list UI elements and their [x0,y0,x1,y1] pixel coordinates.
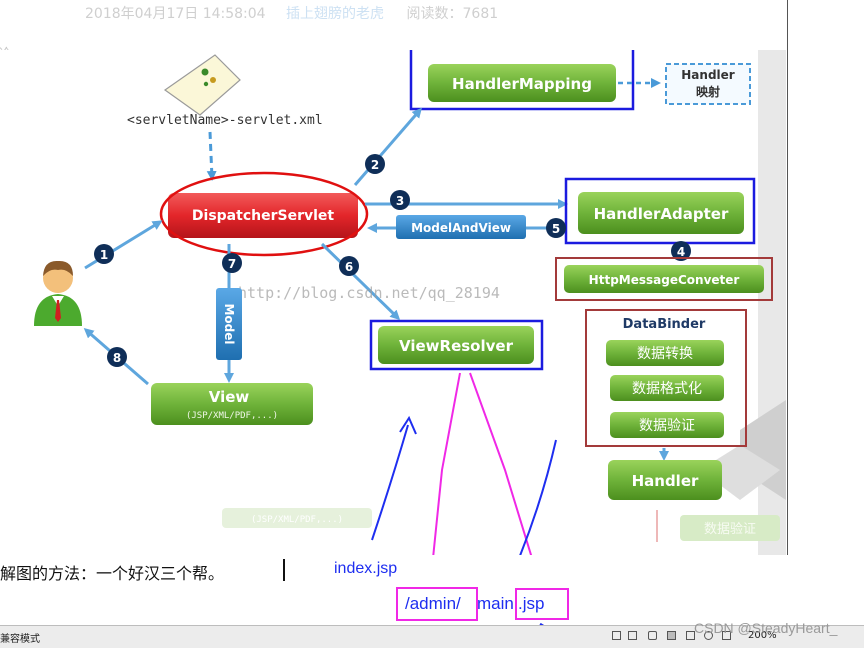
data-binder-title: DataBinder [623,317,706,332]
step-number-4: 4 [677,245,685,259]
publish-datetime: 2018年04月17日 14:58:04 [85,6,266,22]
config-file-icon [163,54,241,116]
image-frame-edge [787,0,788,555]
data-binder-item: 数据转换 [637,345,693,362]
step-badge-4 [671,241,691,261]
step-number-3: 3 [396,194,404,208]
step-number-2: 2 [371,158,379,172]
view-node [151,383,313,425]
author-link[interactable]: 插上翅膀的老虎 [286,6,385,22]
annotation-main: main [477,594,514,613]
layout-icon[interactable] [628,631,637,640]
step-badge-3 [390,190,410,210]
view-label: View [209,388,250,406]
deco-hexagon [700,445,780,500]
handler-mapping-label: HandlerMapping [452,75,592,93]
step-number-5: 5 [552,222,560,236]
data-binder-item: 数据格式化 [632,381,702,397]
step-badge-7 [222,253,242,273]
faded-label: (JSP/XML/PDF,...) [251,515,343,525]
read-count: 阅读数：7681 [406,6,499,22]
arrow-step-6 [320,242,401,321]
view-resolver-label: ViewResolver [399,337,514,355]
step-badge-8 [107,347,127,367]
faded-node [222,508,372,528]
read-mode-icon[interactable] [722,631,731,640]
http-converter-node [564,265,764,293]
model-node [216,288,242,360]
model-label: Model [222,303,236,344]
view-resolver-node [378,326,534,364]
jsp-ext-box [515,588,569,620]
handler-label: Handler [632,472,699,490]
annotation-jsp-ext: .jsp [518,594,545,613]
annotation-index-jsp: index.jsp [334,560,398,577]
http-converter-label: HttpMessageConveter [589,273,740,287]
annotation-admin-path: /admin/ [405,594,461,613]
handler-adapter-node [578,192,744,234]
diagram-svg: <servletName>-servlet.xml HandlerMapping… [34,50,786,555]
dispatcher-servlet-node [168,193,358,238]
springmvc-diagram: <servletName>-servlet.xml HandlerMapping… [0,50,786,555]
faded-node [680,515,780,541]
view-resolver-highlight [369,319,544,371]
model-and-view-node [396,215,526,239]
text-cursor [283,559,285,581]
handler-mapping-highlight [409,50,635,111]
csdn-watermark: CSDN @SteadyHeart_ [694,620,838,636]
handler-mapping-node [428,64,616,102]
caption-text: 解图的方法：一个好汉三个帮。 [0,564,225,583]
dispatcher-servlet-label: DispatcherServlet [192,208,334,224]
arrow-step-2 [353,107,422,186]
step-badge-2 [365,154,385,174]
diagram-watermark-url: http://blog.csdn.net/qq_28194 [238,284,500,302]
handler-map-box [665,63,751,105]
outline-icon[interactable] [686,631,695,640]
step-number-8: 8 [113,351,121,365]
faded-label: 数据验证 [704,521,756,537]
data-binder-item-node [606,340,724,366]
page-view-icon[interactable] [667,631,676,640]
handler-adapter-label: HandlerAdapter [594,205,729,223]
view-types-label: (JSP/XML/PDF,...) [186,411,278,421]
config-arrow [206,131,217,181]
dispatcher-highlight-ellipse [159,171,369,257]
step-number-1: 1 [100,248,108,262]
pen-icon[interactable] [648,631,657,640]
zoom-level[interactable]: 200% [748,630,777,641]
data-binder-frame [585,309,747,447]
user-icon [34,260,82,326]
model-and-view-label: ModelAndView [411,221,511,235]
compat-mode-label: 兼容模式 [0,634,40,645]
web-icon[interactable] [704,631,713,640]
step-badge-1 [94,244,114,264]
config-file-label: <servletName>-servlet.xml [127,113,323,128]
arrow-step-1 [84,220,163,270]
handler-map-line1: Handler [681,68,735,82]
step-badge-6 [339,256,359,276]
admin-path-box [396,587,478,621]
data-binder-item-node [610,412,724,438]
data-binder-item-node [610,375,724,401]
step-number-7: 7 [228,257,236,271]
fullscreen-icon[interactable] [612,631,621,640]
pen-annotations [371,372,557,555]
handler-adapter-highlight [564,177,756,245]
http-converter-frame [555,257,773,301]
article-meta: 2018年04月17日 14:58:04 插上翅膀的老虎 阅读数：7681 [85,3,498,23]
handler-node [608,460,722,500]
step-badge-5 [546,218,566,238]
handler-map-line2: 映射 [696,84,720,99]
step-number-6: 6 [345,260,353,274]
data-binder-item: 数据验证 [639,418,695,434]
status-bar: 兼容模式 200% [0,625,864,648]
